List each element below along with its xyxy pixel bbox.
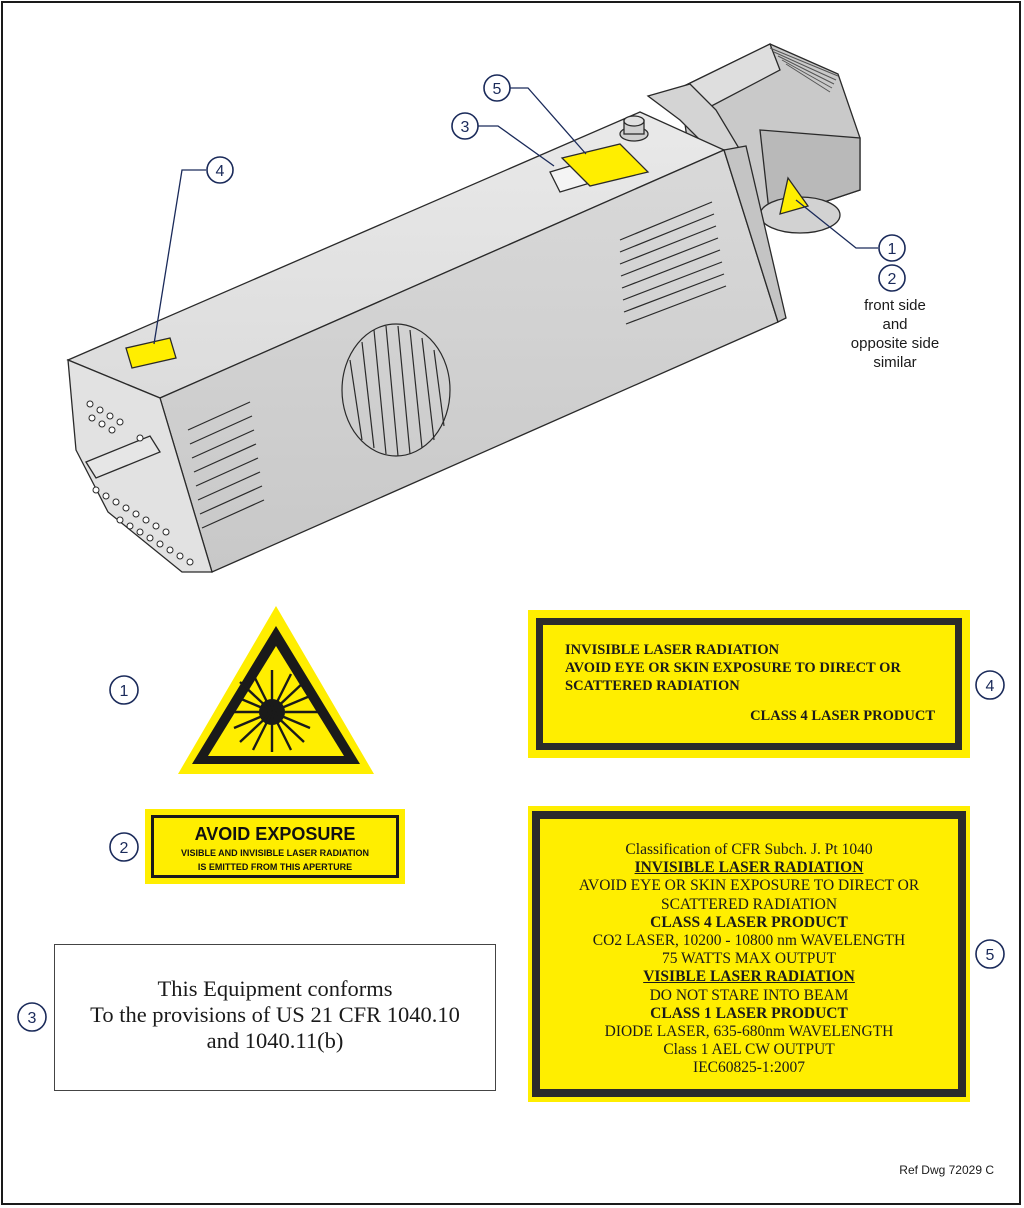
label-2-title: AVOID EXPOSURE xyxy=(194,824,356,844)
label-5-line-10: CLASS 1 LASER PRODUCT xyxy=(650,1004,848,1022)
label-2-line-2: IS EMITTED FROM THIS APERTURE xyxy=(197,862,353,872)
laser-housing xyxy=(66,111,787,573)
label-2-border: AVOID EXPOSURE VISIBLE AND INVISIBLE LAS… xyxy=(151,815,399,878)
label-5-line-6: CO2 LASER, 10200 - 10800 nm WAVELENGTH xyxy=(592,932,906,950)
label-5-border: Classification of CFR Subch. J. Pt 1040 … xyxy=(532,811,966,1097)
svg-text:4: 4 xyxy=(216,163,225,180)
label-5-line-13: IEC60825-1:2007 xyxy=(693,1059,805,1077)
svg-text:4: 4 xyxy=(986,678,995,695)
callout-1-top: 1 xyxy=(878,234,906,262)
side-vents xyxy=(187,201,727,529)
label-5-line-9: DO NOT STARE INTO BEAM xyxy=(649,986,849,1004)
label-5-line-12: Class 1 AEL CW OUTPUT xyxy=(663,1041,835,1059)
label-3-line-3: and 1040.11(b) xyxy=(206,1028,344,1053)
svg-text:similar: similar xyxy=(873,354,916,371)
callout-4-bottom: 4 xyxy=(975,670,1005,700)
callout-3-bottom: 3 xyxy=(17,1002,47,1032)
label-4-invisible-radiation: INVISIBLE LASER RADIATION AVOID EYE OR S… xyxy=(528,610,970,758)
label-4-line-2: AVOID EYE OR SKIN EXPOSURE TO DIRECT OR xyxy=(565,660,901,676)
label-5-line-2: INVISIBLE LASER RADIATION xyxy=(634,859,864,877)
label-5-line-1: Classification of CFR Subch. J. Pt 1040 xyxy=(625,841,873,858)
svg-text:1: 1 xyxy=(120,683,129,700)
end-cap-holes xyxy=(86,400,194,566)
label-3-conformance: This Equipment conforms To the provision… xyxy=(54,944,496,1091)
callout-2-bottom: 2 xyxy=(109,832,139,862)
callout-4-top: 4 xyxy=(206,156,234,184)
callout-1-bottom: 1 xyxy=(109,675,139,705)
svg-text:2: 2 xyxy=(120,840,129,857)
label-5-line-3: AVOID EYE OR SKIN EXPOSURE TO DIRECT OR xyxy=(578,877,920,895)
label-5-line-5: CLASS 4 LASER PRODUCT xyxy=(650,913,848,931)
label-5-line-4: SCATTERED RADIATION xyxy=(660,895,838,913)
callout-5-bottom: 5 xyxy=(975,939,1005,969)
svg-text:3: 3 xyxy=(461,119,470,136)
callout-2-top: 2 xyxy=(878,264,906,292)
reference-drawing-number: Ref Dwg 72029 C xyxy=(899,1163,994,1177)
label-3-line-2: To the provisions of US 21 CFR 1040.10 xyxy=(90,1002,460,1027)
label-4-line-3: SCATTERED RADIATION xyxy=(565,678,740,694)
svg-text:and: and xyxy=(882,316,907,333)
svg-text:5: 5 xyxy=(986,947,995,964)
label-2-line-1: VISIBLE AND INVISIBLE LASER RADIATION xyxy=(180,848,369,858)
svg-text:front side: front side xyxy=(864,297,926,314)
fan-grille xyxy=(341,323,451,457)
svg-text:opposite side: opposite side xyxy=(851,335,939,352)
svg-text:2: 2 xyxy=(888,271,897,288)
svg-text:3: 3 xyxy=(28,1010,37,1027)
callout-leaders xyxy=(153,87,878,345)
label-2-avoid-exposure: AVOID EXPOSURE VISIBLE AND INVISIBLE LAS… xyxy=(145,809,405,884)
front-side-note: front side and opposite side similar xyxy=(851,297,939,371)
label-3-line-1: This Equipment conforms xyxy=(157,976,393,1001)
label-5-classification: Classification of CFR Subch. J. Pt 1040 … xyxy=(528,806,970,1102)
label-4-line-1: INVISIBLE LASER RADIATION xyxy=(565,642,780,658)
label-4-border: INVISIBLE LASER RADIATION AVOID EYE OR S… xyxy=(536,618,962,750)
callout-3-top: 3 xyxy=(451,112,479,140)
svg-text:1: 1 xyxy=(888,241,897,258)
svg-text:5: 5 xyxy=(493,81,502,98)
callout-5-top: 5 xyxy=(483,74,511,102)
label-4-class: CLASS 4 LASER PRODUCT xyxy=(750,708,935,724)
label-5-line-7: 75 WATTS MAX OUTPUT xyxy=(661,950,837,968)
laser-warning-triangle-icon xyxy=(178,606,374,774)
label-5-line-8: VISIBLE LASER RADIATION xyxy=(643,968,855,986)
label-5-line-11: DIODE LASER, 635-680nm WAVELENGTH xyxy=(604,1023,894,1041)
